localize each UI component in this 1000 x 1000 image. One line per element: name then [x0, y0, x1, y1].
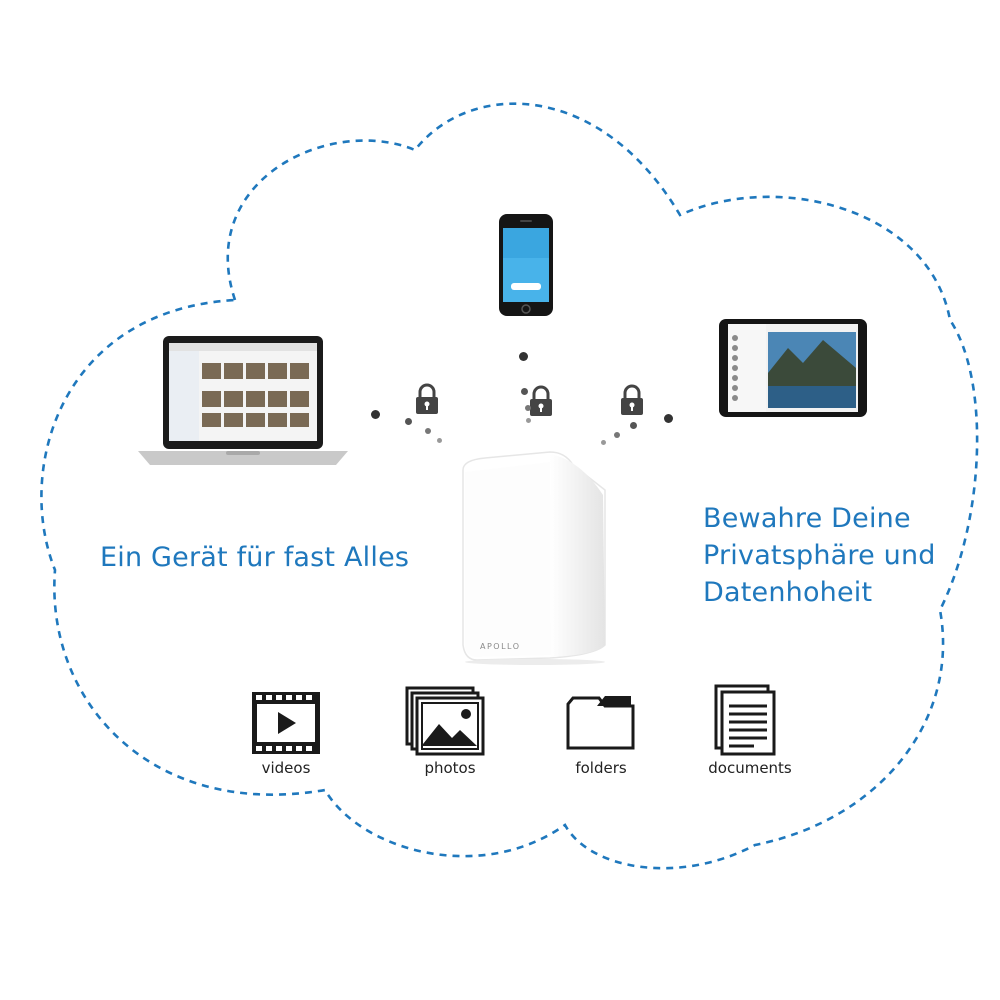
nas-device-image: [462, 451, 606, 665]
category-label-videos: videos: [261, 759, 311, 777]
left-tagline: Ein Gerät für fast Alles: [100, 542, 410, 573]
document-icon: [714, 684, 776, 756]
video-icon: [252, 692, 320, 754]
right-tagline-line: Privatsphäre und: [703, 540, 936, 571]
category-label-photos: photos: [424, 759, 476, 777]
lock-icon: [530, 385, 552, 416]
photos-icon: [405, 686, 485, 756]
right-tagline-line: Datenhoheit: [703, 577, 873, 608]
device-brand-label: APOLLO: [480, 642, 521, 651]
lock-icon: [416, 383, 438, 414]
right-tagline: Bewahre Deine Privatsphäre und Datenhohe…: [703, 500, 963, 611]
folder-icon: [566, 696, 635, 750]
tablet-image: [719, 319, 867, 417]
phone-image: [499, 214, 553, 316]
right-tagline-line: Bewahre Deine: [703, 503, 911, 534]
lock-icon: [621, 384, 643, 415]
laptop-image: [138, 336, 348, 465]
category-label-documents: documents: [708, 759, 792, 777]
category-label-folders: folders: [575, 759, 627, 777]
